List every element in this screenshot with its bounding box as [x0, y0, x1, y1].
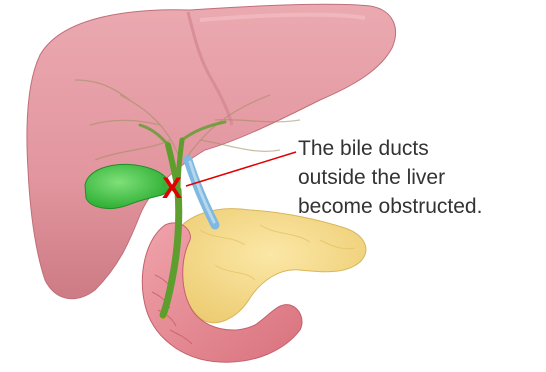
pancreas	[175, 209, 366, 323]
gallbladder	[85, 164, 170, 208]
annotation-label: The bile ducts outside the liver become …	[298, 134, 544, 221]
obstruction-marker: X	[162, 172, 182, 205]
pointer-line	[186, 152, 296, 186]
annotation-line-1: The bile ducts	[298, 134, 544, 163]
annotation-line-3: become obstructed.	[298, 192, 544, 221]
annotation-line-2: outside the liver	[298, 163, 544, 192]
